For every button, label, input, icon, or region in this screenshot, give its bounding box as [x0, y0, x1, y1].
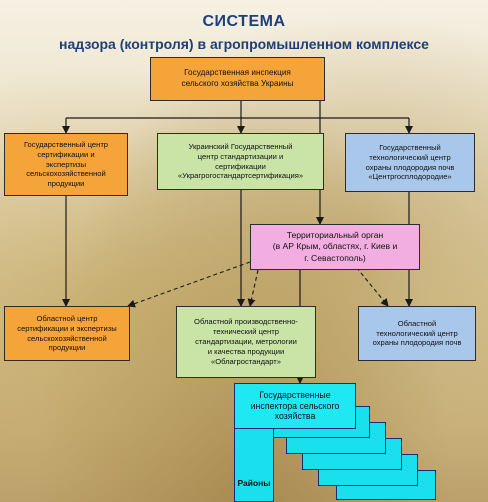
- box-oblast-soil-fertility-center: Областной технологический центр охраны п…: [358, 306, 476, 361]
- box-ukrainian-standardization-center: Украинский Государственный центр стандар…: [157, 133, 324, 190]
- box-state-inspectors: Государственные инспектора сельского хоз…: [234, 383, 356, 429]
- box-soil-fertility-center: Государственный технологический центр ох…: [345, 133, 475, 192]
- top-box-state-inspection: Государственная инспекция сельского хозя…: [150, 57, 325, 101]
- box-territorial-body: Территориальный орган (в АР Крым, област…: [250, 224, 420, 270]
- diagram-title: СИСТЕМА: [202, 13, 286, 30]
- dashed-arrow-to-obl-left: [127, 261, 251, 308]
- box-state-certification-center: Государственный центр сертификации и экс…: [4, 133, 128, 196]
- box-oblast-certification-center: Областной центр сертификации и экспертиз…: [4, 306, 130, 361]
- box-oblast-standardization-center: Областной производственно- технический ц…: [176, 306, 316, 378]
- dashed-arrow-to-obl-mid: [247, 269, 259, 307]
- diagram-subtitle: надзора (контроля) в агропромышленном ко…: [59, 36, 429, 52]
- districts-label: Районы: [237, 478, 271, 488]
